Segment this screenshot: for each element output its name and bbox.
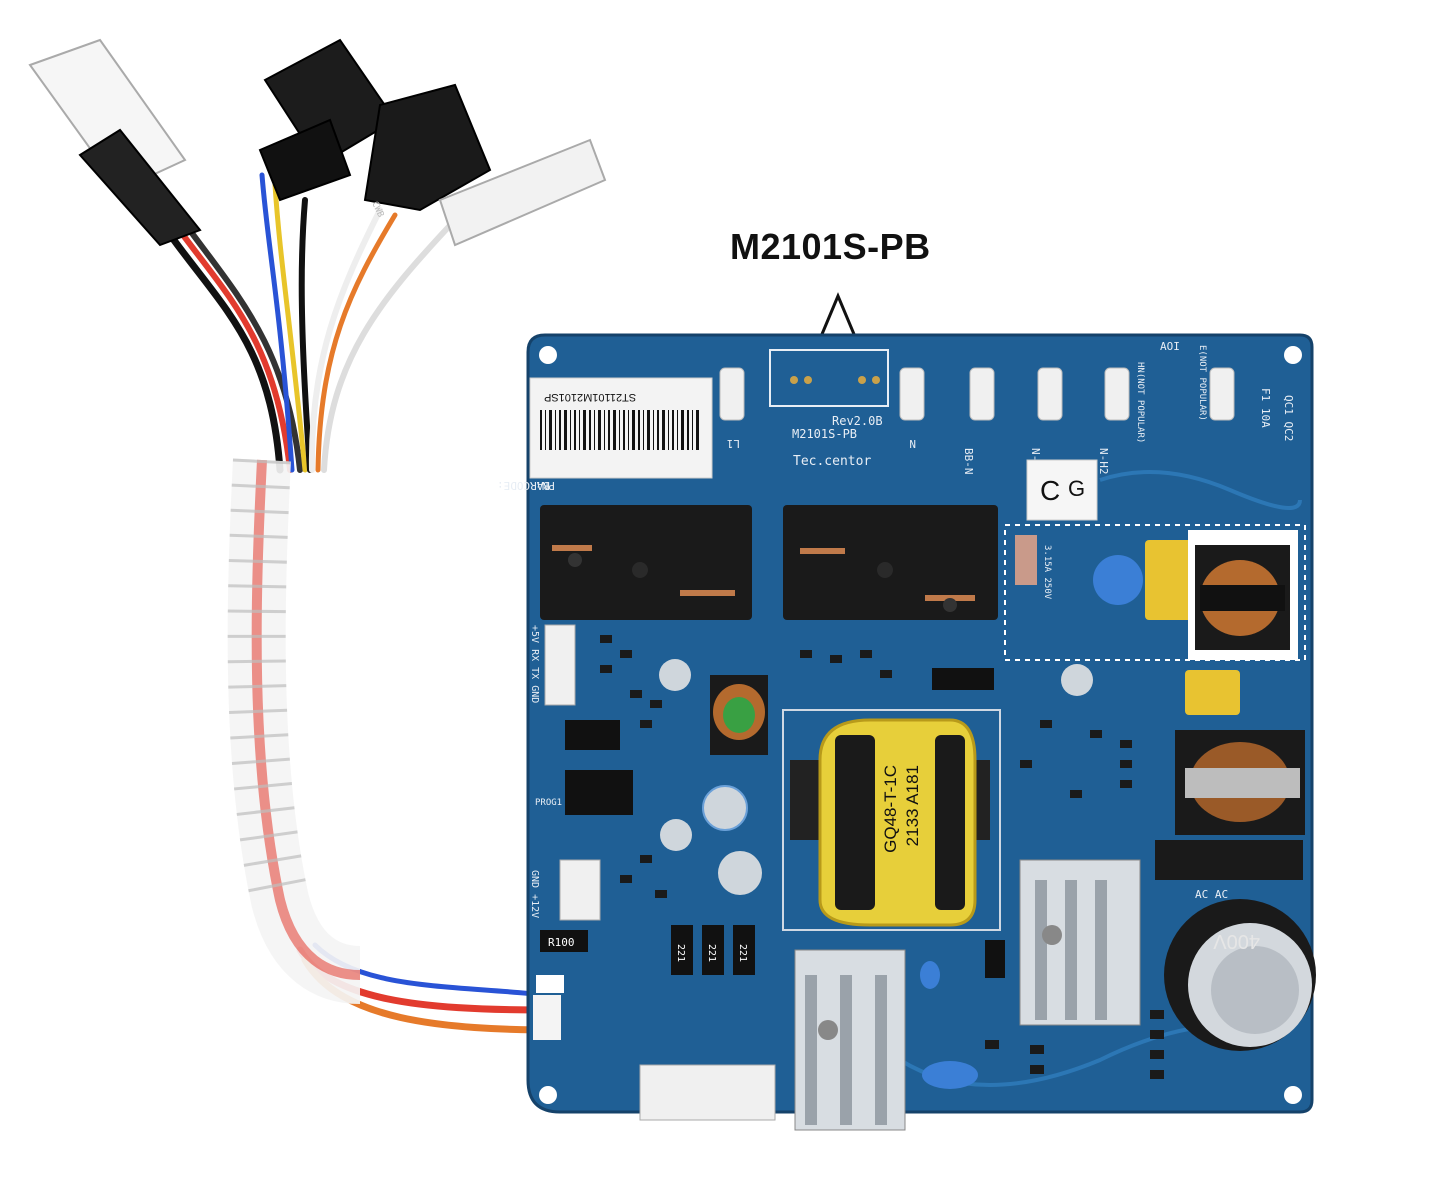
fuse-silk: F1 10A <box>1259 388 1272 428</box>
ceramic-caps <box>920 961 978 1089</box>
model-callout-label: M2101S-PB <box>730 226 931 267</box>
transformer-label-2: 2133 A181 <box>903 765 922 846</box>
pn-silk-label: PN: <box>535 479 555 492</box>
smd-components <box>600 635 1164 1079</box>
qc-label: QC1 QC2 <box>1282 395 1295 441</box>
heatsink-bottom <box>794 949 906 1131</box>
ic-chip-mcu <box>565 770 633 815</box>
resistor-221-a: 221 <box>675 944 686 962</box>
barcode-silk-label: BARCODE: <box>497 479 550 492</box>
common-mode-choke <box>1188 530 1298 660</box>
connector-black-top <box>258 38 397 202</box>
harness-connector <box>639 1064 776 1121</box>
terminal-label-nh2: N-H2 <box>1097 448 1110 475</box>
model-silk-box <box>769 349 889 407</box>
power-connector <box>559 859 601 921</box>
transformer-label-1: GQ48-T-1C <box>881 765 900 853</box>
not-popular-label-2: E(NOT POPULAR) <box>1197 345 1207 421</box>
resistor-group <box>671 925 755 975</box>
terminal-row <box>719 367 1235 421</box>
not-popular-label-1: HN(NOT POPULAR) <box>1135 362 1145 443</box>
connector-black-right: CWB <box>363 83 492 219</box>
connector-white-right <box>438 138 607 247</box>
bulk-capacitor-rating: 400V <box>1213 930 1260 952</box>
mosfet <box>985 940 1005 978</box>
fuse-rating: 3.15A 250V <box>1042 545 1052 600</box>
prog-label: PROG1 <box>535 798 562 808</box>
connector-white-left <box>28 38 202 247</box>
relay-left-silk: L1 <box>727 437 740 450</box>
relay-right-silk: N <box>909 437 916 450</box>
marker-sticker: C G <box>1026 459 1098 521</box>
inductor-green <box>710 675 768 755</box>
ac-label: AC AC <box>1195 888 1228 901</box>
model-silk: M2101S-PB <box>792 427 857 441</box>
marker-g: G <box>1068 476 1085 501</box>
rev-silk: Rev2.0B <box>832 414 883 428</box>
resistor-r100-label: R100 <box>548 936 575 949</box>
spiral-wrap <box>227 458 362 1004</box>
x-capacitor-2 <box>1185 670 1240 715</box>
varistor <box>1093 555 1143 605</box>
diode-black <box>932 668 994 690</box>
cable-tie-head <box>533 995 561 1040</box>
relay-right <box>783 505 998 620</box>
brand-silk: Tec.centor <box>793 454 871 469</box>
marker-c: C <box>1040 475 1060 506</box>
bridge-rectifier <box>1155 840 1303 880</box>
barcode-sticker-text: ST21101M2101SP <box>544 391 636 403</box>
filter-choke-2 <box>1175 730 1305 835</box>
heatsink-right <box>1019 859 1141 1026</box>
uart-connector <box>544 624 576 706</box>
transformer: GQ48-T-1C 2133 A181 <box>790 718 990 927</box>
resistor-r100 <box>540 930 588 952</box>
bulk-capacitor: 400V <box>1164 899 1316 1051</box>
ic-chip-small <box>565 720 620 750</box>
x-capacitor <box>1145 540 1193 620</box>
uart-connector-label: +5V RX TX GND <box>529 625 540 703</box>
power-connector-label: GND +12V <box>529 870 540 918</box>
barcode-sticker: ST21101M2101SP <box>529 377 713 479</box>
electrolytic-caps <box>659 659 1093 895</box>
resistor-221-b: 221 <box>706 944 717 962</box>
fuse <box>1015 535 1037 585</box>
cable-tie <box>536 975 564 993</box>
terminal-label-bbn: BB-N <box>962 448 975 475</box>
resistor-221-c: 221 <box>737 944 748 962</box>
aoi-label: AOI <box>1160 340 1180 353</box>
relay-left <box>540 505 752 620</box>
